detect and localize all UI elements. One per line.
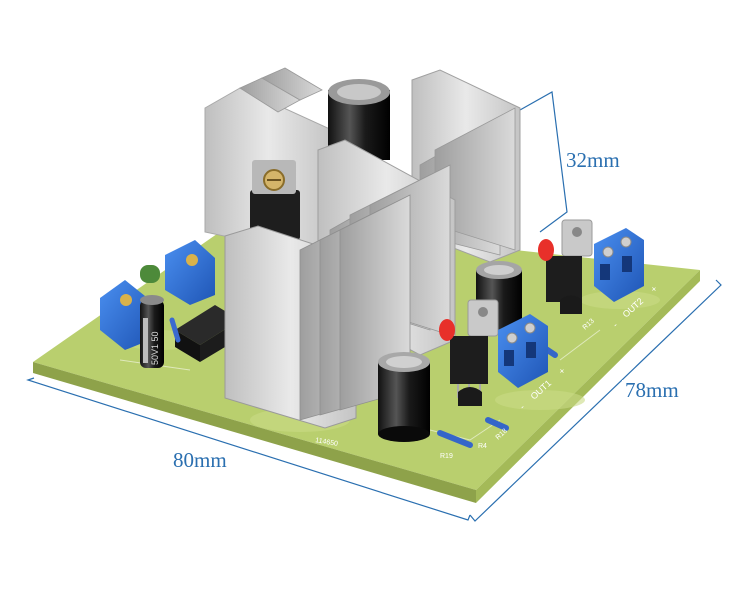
terminal-block-out1	[498, 314, 548, 388]
trimmer-pot-2	[165, 240, 215, 305]
ceramic-capacitor	[140, 265, 160, 283]
depth-dimension-label: 78mm	[622, 380, 682, 401]
depth-dimension-line	[469, 279, 722, 522]
transistor-front	[450, 299, 499, 398]
terminal-block-out2	[594, 228, 644, 302]
label-board-id: 114650	[315, 437, 339, 448]
dimension-lines	[26, 91, 722, 522]
trimmer-pot-1	[100, 280, 150, 350]
label-out2-plus: +	[649, 284, 660, 295]
small-electrolytic-capacitor: 50V1 50	[140, 295, 164, 368]
width-dimension-label: 80mm	[170, 450, 230, 471]
label-out2-minus: -	[611, 320, 620, 329]
front-electrolytic-capacitor	[378, 352, 430, 442]
width-dimension-line	[26, 377, 471, 521]
label-out1-minus: -	[518, 402, 527, 411]
height-dimension-line	[519, 91, 568, 233]
led-out1	[439, 319, 455, 341]
cap-marking: 50V1 50	[150, 331, 160, 365]
label-r19: R19	[440, 453, 453, 460]
label-out1-plus: +	[557, 366, 568, 377]
height-dimension-label: 32mm	[563, 150, 623, 171]
small-transistors	[458, 295, 582, 406]
led-out2	[538, 239, 554, 261]
label-r4: R4	[478, 443, 487, 450]
transistor-rear	[546, 219, 593, 302]
